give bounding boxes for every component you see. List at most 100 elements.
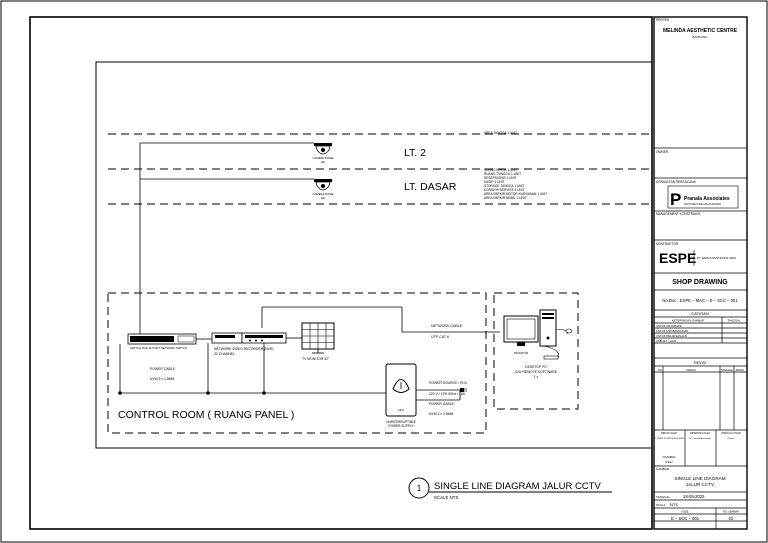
drawn-name: Drafter — [665, 461, 673, 464]
sign-name: Owner — [728, 437, 735, 440]
camera-sub-label: HD — [321, 196, 325, 200]
ups-badge: APC — [398, 408, 405, 412]
pc-label: DESKTOP PC — [525, 365, 547, 369]
power-source-spec: 220 V / 1PH 50Hz / 16A — [429, 392, 466, 396]
desktop-pc-icon — [503, 309, 573, 360]
network-switch-icon — [127, 333, 197, 345]
nvr-label: NETWORK VIDEO RECORDER (NVR) — [214, 347, 274, 351]
pc-area-boundary — [493, 292, 579, 410]
gambar-title: SINGLE LINE DIAGRAM — [674, 476, 725, 481]
revisi-header: REVISI — [694, 361, 706, 365]
note-item: UNTUK IZIN BANGUNAN — [656, 329, 688, 333]
control-room-label: CONTROL ROOM ( RUANG PANEL ) — [118, 409, 294, 421]
ups-label-2: POWER SUPPLY — [388, 424, 414, 428]
sign-name: PT. Pranala Associates — [689, 437, 712, 440]
lembar-label: NO. LEMBAR — [723, 510, 739, 514]
camera-cable — [139, 142, 314, 334]
power-cable-ups-label: POWER CABLE — [429, 402, 455, 406]
lembar-value: 01 — [729, 516, 734, 521]
power-bus — [119, 343, 386, 394]
drawing-title-block: 1 SINGLE LINE DIAGRAM JALUR CCTV SCALE N… — [408, 477, 612, 500]
revisi-col-uraian: URAIAN — [686, 368, 696, 372]
catatan-header: CATATAN — [691, 311, 709, 316]
consultant-name: Pranala Associates — [684, 196, 730, 202]
power-plug-icon — [460, 388, 467, 392]
notes-header-left: KETERANGAN GAMBAR — [672, 319, 704, 323]
network-cable-label: NETWORK CABLE — [431, 324, 463, 328]
camera-dome-icon — [314, 143, 332, 155]
ups-icon — [385, 363, 417, 417]
contractor-logo: ESPE — [659, 250, 696, 266]
kode-value: E – SCC – 001 — [671, 516, 700, 521]
floor-note: AREA TANGGA 1 UNIT — [484, 131, 517, 135]
drawing-title: SINGLE LINE DIAGRAM JALUR CCTV — [434, 481, 601, 492]
notes-header-right: TANGGAL — [727, 319, 741, 323]
project-header: PROYEK — [656, 18, 670, 22]
svg-text:RUANG TUNGGU 1 UNIT: RUANG TUNGGU 1 UNIT — [484, 172, 521, 176]
shop-drawing-label: SHOP DRAWING — [672, 279, 728, 286]
sign-label: DIBUAT OLEH — [661, 432, 677, 435]
sign-label: DIPERIKSA OLEH — [690, 432, 710, 435]
note-item: UNTUK PELAKSANAAN — [656, 334, 687, 338]
consultant-logo-icon: P — [670, 190, 681, 209]
camera-label: CAMERA DOME — [313, 156, 334, 160]
drawing-scale: SCALE NTS — [434, 495, 458, 500]
power-junction-dots — [118, 391, 266, 395]
sign-name: PT. ESPE KONSTRUKSI INDO — [654, 438, 685, 440]
nvr-label-channels: 32 CHANNEL — [214, 352, 235, 356]
drawing-number: 1 — [417, 484, 422, 493]
tv-monitor-icon — [301, 322, 335, 354]
tanggal-value: 18-08-2025 — [683, 494, 705, 499]
floor-label-lt-dasar: LT. DASAR — [404, 181, 457, 193]
floor-label-lt2: LT. 2 — [404, 147, 426, 159]
pc-monitor-badge: MONITOR — [514, 351, 529, 355]
camera-sub-label: HD — [321, 160, 325, 164]
project-city: BANDUNG — [692, 35, 708, 39]
contractor-header: KONTRAKTOR — [656, 242, 679, 246]
note-item: ASBUILT / LAIN — [656, 339, 676, 343]
contractor-name: PT. ESPE KONSTRUKSI INDO — [697, 256, 737, 260]
svg-text:KASIR 1 UNIT: KASIR 1 UNIT — [484, 180, 505, 184]
camera-label: CAMERA DOME — [313, 192, 334, 196]
mk-header: MANAGEMENT KONSTRUKSI — [656, 212, 701, 216]
consultant-header: KONSULTAN PERENCANA — [656, 180, 697, 184]
owner-header: OWNER — [656, 150, 669, 154]
pc-label-software: C/W REMOTE SOFTWARE — [515, 370, 558, 374]
skala-label: SKALA — [656, 503, 666, 507]
ups-label: UNINTERRUPTIBLE — [386, 420, 416, 424]
viewport-frame — [95, 61, 653, 449]
tv-monitor-label: TV MONITOR 32" — [302, 357, 330, 361]
revisi-col-no: NO — [658, 368, 662, 372]
network-cable — [261, 306, 500, 333]
pc-label-qty: 1 x — [534, 375, 539, 379]
svg-text:AREA PARKIR MOBIL 1 UNIT: AREA PARKIR MOBIL 1 UNIT — [484, 196, 527, 200]
gambar-title-2: JALUR CCTV — [686, 482, 715, 487]
revisi-col-tanggal: TANGGAL — [721, 368, 734, 372]
sign-label: DISETUJUI OLEH — [721, 432, 741, 435]
consultant-logo-box — [667, 185, 739, 209]
power-cable-spec: NYM 3 x 1.5MM — [150, 377, 174, 381]
device-links — [196, 337, 302, 340]
revisi-col-paraf: PARAF — [736, 368, 745, 372]
floor-notes-lt-dasar: RUANG KERJA 1 UNIT RUANG TUNGGU 1 UNIT R… — [484, 168, 547, 200]
svg-text:AREA PARKIR MOTOR KARYAWAN 1 U: AREA PARKIR MOTOR KARYAWAN 1 UNIT — [484, 192, 547, 196]
svg-text:RUANG KERJA 1 UNIT: RUANG KERJA 1 UNIT — [484, 168, 518, 172]
svg-text:STORAGE TANGGA 1 UNIT: STORAGE TANGGA 1 UNIT — [484, 184, 524, 188]
power-source-label: POWER SOURCE / PLN — [429, 381, 467, 385]
svg-text:RESEPSIONIS 1 UNIT: RESEPSIONIS 1 UNIT — [484, 176, 517, 180]
control-room-boundary — [107, 292, 487, 434]
svg-text:KORIDOR SERVICE 1 UNIT: KORIDOR SERVICE 1 UNIT — [484, 188, 525, 192]
switch-label: SWITCH POE 16 PORT NETWORK SWITCH — [130, 346, 187, 350]
project-name: MELINDA AESTHETIC CENTRE — [663, 28, 738, 34]
camera-dome-icon — [314, 179, 332, 191]
tanggal-label: TANGGAL — [656, 495, 670, 499]
gambar-header: GAMBAR — [656, 467, 670, 471]
power-cable-ups-spec: NYM 3 x 2.5MM — [429, 412, 453, 416]
skala-value: NTS — [670, 502, 678, 507]
network-cable-spec: UTP CAT 6 — [431, 335, 449, 339]
doc-number: No.Doc : ESPE – MAC – E – SCC – 001 — [662, 298, 738, 303]
kode-label: KODE — [681, 510, 689, 514]
title-block: PROYEK MELINDA AESTHETIC CENTRE BANDUNG … — [653, 16, 748, 530]
